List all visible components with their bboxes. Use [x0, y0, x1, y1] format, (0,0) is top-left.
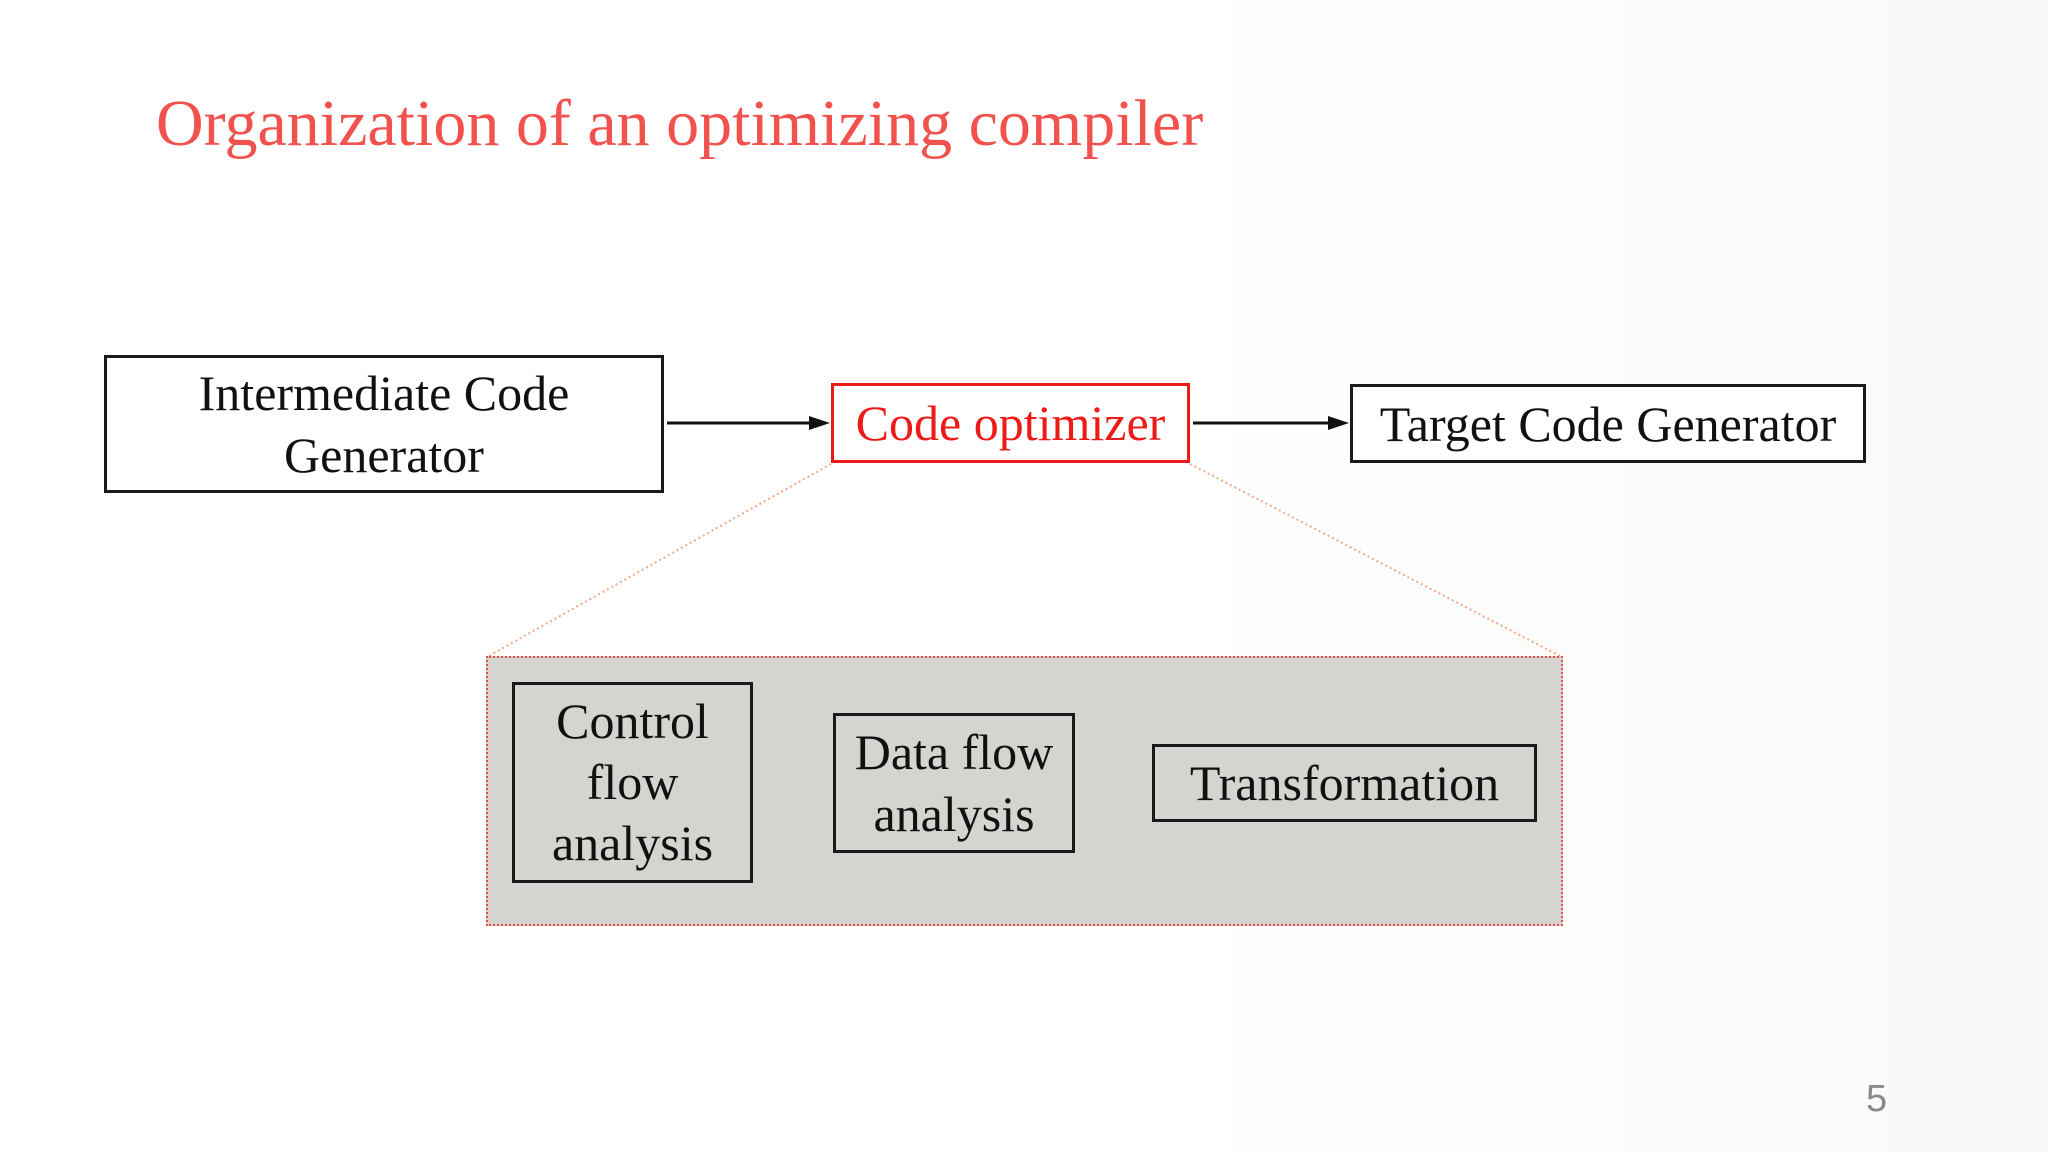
- box-dataflow-line2: analysis: [873, 786, 1035, 842]
- box-transformation-label: Transformation: [1189, 755, 1500, 811]
- box-control-line2: flow: [586, 754, 679, 810]
- box-transformation: Transformation: [1152, 744, 1537, 822]
- arrow-intermediate-to-optimizer: [667, 416, 830, 430]
- box-data-flow-analysis: Data flow analysis: [833, 713, 1075, 853]
- box-control-flow-analysis: Control flow analysis: [512, 682, 753, 883]
- box-intermediate-code-generator: Intermediate Code Generator: [104, 355, 664, 493]
- box-target-code-generator: Target Code Generator: [1350, 384, 1866, 463]
- page-number: 5: [1866, 1078, 1888, 1120]
- arrow-optimizer-to-target: [1193, 416, 1349, 430]
- box-optimizer-label: Code optimizer: [855, 395, 1166, 451]
- box-intermediate-line2: Generator: [284, 427, 484, 483]
- box-target-label: Target Code Generator: [1379, 395, 1837, 452]
- expansion-line-right: [1189, 463, 1563, 658]
- box-code-optimizer: Code optimizer: [831, 383, 1190, 463]
- box-intermediate-line1: Intermediate Code: [198, 365, 570, 421]
- box-control-line3: analysis: [551, 815, 714, 871]
- box-control-line1: Control: [556, 693, 709, 749]
- slide-title: Organization of an optimizing compiler: [156, 87, 1204, 160]
- box-dataflow-line1: Data flow: [854, 724, 1054, 780]
